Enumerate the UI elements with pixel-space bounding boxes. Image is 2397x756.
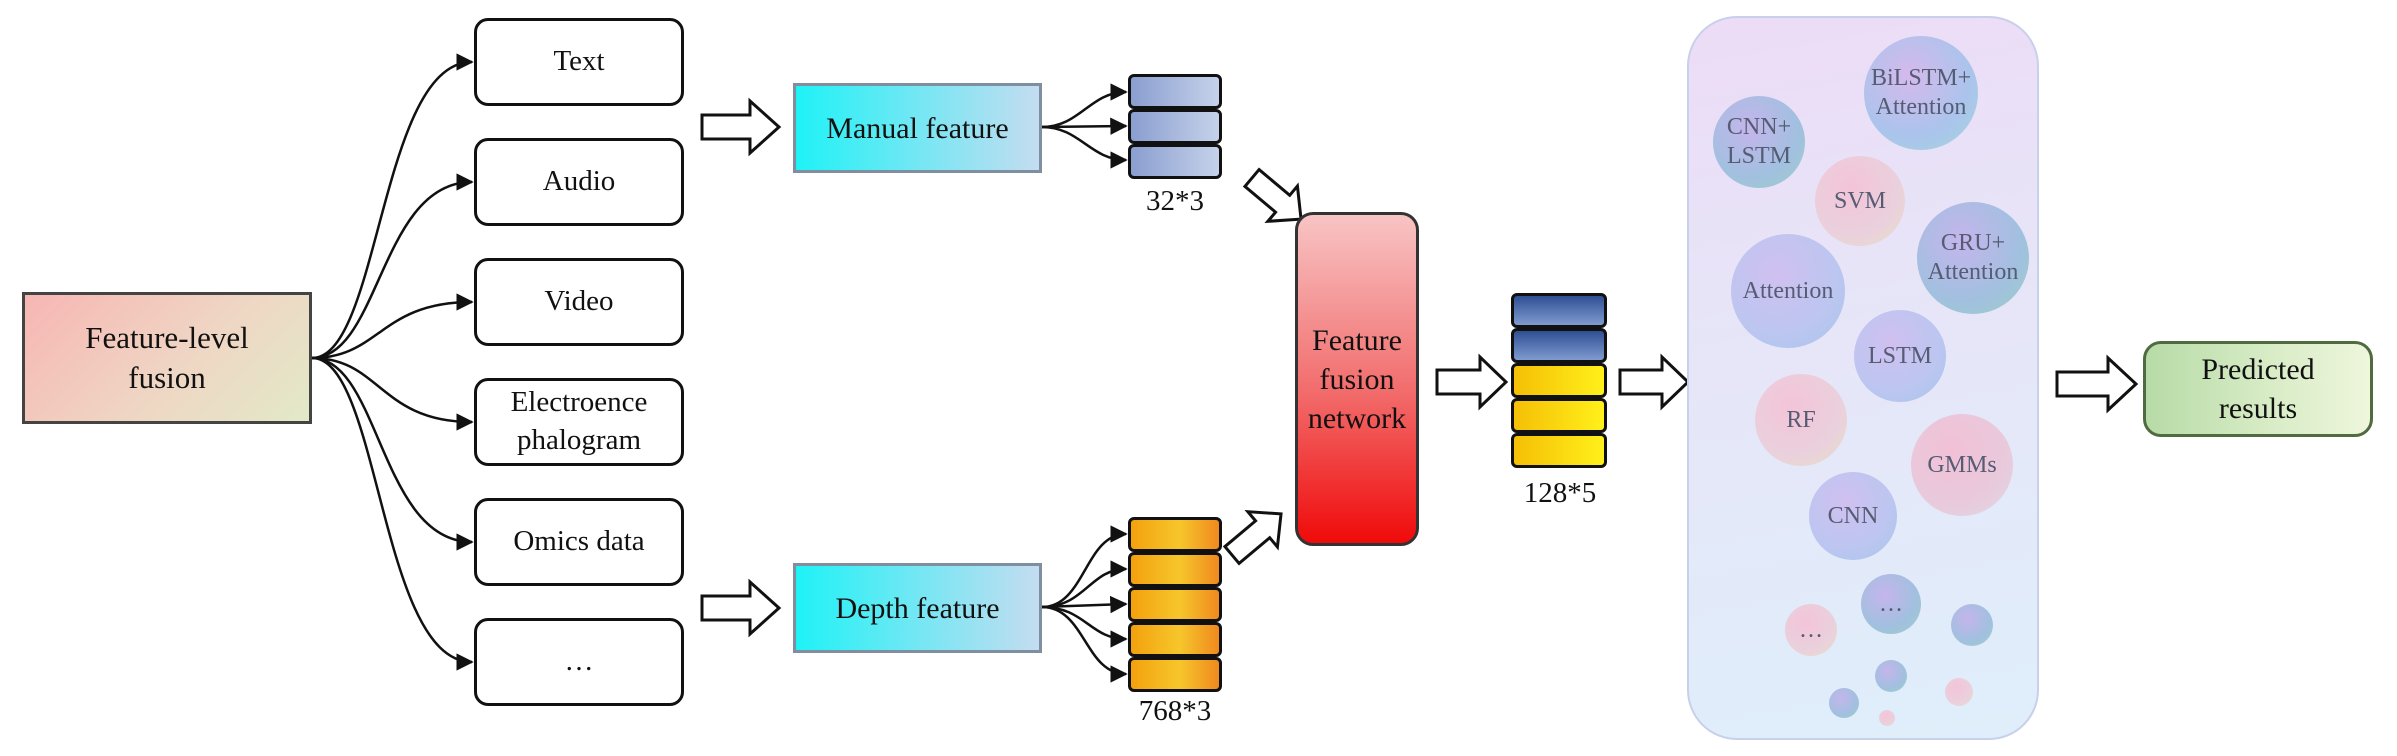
arrow-depth-vector-to-fusion bbox=[1222, 509, 1283, 566]
predicted-results-label: Predicted results bbox=[2201, 353, 2315, 425]
manual-feature-label: Manual feature bbox=[826, 111, 1009, 145]
arrow-to-video bbox=[311, 293, 474, 360]
depth-vector-cell bbox=[1128, 587, 1222, 622]
source-omics: Omics data bbox=[474, 498, 684, 586]
arrow-to-text bbox=[311, 53, 474, 360]
manual-vector-cell bbox=[1128, 144, 1222, 179]
manual-vector-cell bbox=[1128, 74, 1222, 109]
source-text-label: Text bbox=[553, 45, 605, 78]
depth-feature-box: Depth feature bbox=[793, 563, 1042, 653]
source-video: Video bbox=[474, 258, 684, 346]
source-etc-label: … bbox=[564, 645, 594, 678]
model-gmms: GMMs bbox=[1911, 414, 2013, 516]
model-more-b: … bbox=[1861, 574, 1921, 634]
source-audio: Audio bbox=[474, 138, 684, 226]
feature-fusion-network-box: Feature fusion network bbox=[1295, 212, 1419, 546]
model-more-a: … bbox=[1785, 604, 1837, 656]
source-eeg: Electroence phalogram bbox=[474, 378, 684, 466]
model-bubble-decor bbox=[1945, 678, 1973, 706]
feature-level-fusion-box: Feature-level fusion bbox=[22, 292, 312, 424]
depth-vector-dim: 768*3 bbox=[1138, 695, 1212, 727]
depth-vector-cell bbox=[1128, 622, 1222, 657]
manual-vector-cell bbox=[1128, 109, 1222, 144]
model-lstm: LSTM bbox=[1854, 310, 1946, 402]
model-bubble-decor bbox=[1875, 660, 1907, 692]
block-arrows bbox=[700, 97, 2139, 638]
model-bubble-decor bbox=[1951, 604, 1993, 646]
manual-vector-dim: 32*3 bbox=[1146, 185, 1204, 217]
root-fanout-arrows bbox=[311, 53, 474, 671]
predicted-results-box: Predicted results bbox=[2143, 341, 2373, 437]
arrow-manual-vector-to-fusion bbox=[1242, 167, 1303, 224]
model-panel: BiLSTM+ Attention CNN+ LSTM SVM GRU+ Att… bbox=[1687, 16, 2039, 740]
depth-vector-cell bbox=[1128, 517, 1222, 552]
model-bilstm-attention: BiLSTM+ Attention bbox=[1864, 36, 1978, 150]
fused-vector-cell bbox=[1511, 293, 1607, 328]
fused-vector-cell bbox=[1511, 433, 1607, 468]
source-omics-label: Omics data bbox=[513, 525, 645, 558]
fused-vector-cell bbox=[1511, 398, 1607, 433]
source-etc: … bbox=[474, 618, 684, 706]
source-text: Text bbox=[474, 18, 684, 106]
source-video-label: Video bbox=[544, 285, 614, 318]
arrow-to-eeg bbox=[311, 356, 474, 431]
model-cnn: CNN bbox=[1809, 472, 1897, 560]
model-cnn-lstm: CNN+ LSTM bbox=[1713, 96, 1805, 188]
manual-fan-arrows bbox=[1041, 83, 1128, 169]
model-bubble-decor bbox=[1829, 688, 1859, 718]
depth-fan-arrows bbox=[1041, 525, 1128, 683]
model-attention: Attention bbox=[1731, 234, 1845, 348]
feature-fusion-network-label: Feature fusion network bbox=[1307, 323, 1407, 435]
arrow-fusion-to-vector bbox=[1435, 353, 1509, 411]
source-audio-label: Audio bbox=[542, 165, 616, 198]
source-eeg-label: Electroence phalogram bbox=[510, 386, 648, 456]
depth-feature-label: Depth feature bbox=[835, 591, 1000, 625]
arrow-to-etc bbox=[311, 356, 474, 671]
arrow-to-audio bbox=[311, 173, 474, 360]
arrow-sources-to-manual bbox=[700, 97, 782, 157]
depth-vector-cell bbox=[1128, 552, 1222, 587]
fused-vector-dim: 128*5 bbox=[1523, 477, 1597, 509]
model-rf: RF bbox=[1755, 374, 1847, 466]
arrow-models-to-output bbox=[2055, 354, 2139, 414]
manual-feature-box: Manual feature bbox=[793, 83, 1042, 173]
arrow-to-omics bbox=[311, 356, 474, 551]
fused-vector-cell bbox=[1511, 363, 1607, 398]
depth-vector-cell bbox=[1128, 657, 1222, 692]
fused-vector-cell bbox=[1511, 328, 1607, 363]
model-svm: SVM bbox=[1815, 156, 1905, 246]
arrow-vector-to-models bbox=[1618, 353, 1691, 411]
arrow-sources-to-depth bbox=[700, 578, 782, 638]
model-gru-attention: GRU+ Attention bbox=[1917, 202, 2029, 314]
model-bubble-decor bbox=[1879, 710, 1895, 726]
feature-level-fusion-label: Feature-level fusion bbox=[85, 319, 249, 395]
